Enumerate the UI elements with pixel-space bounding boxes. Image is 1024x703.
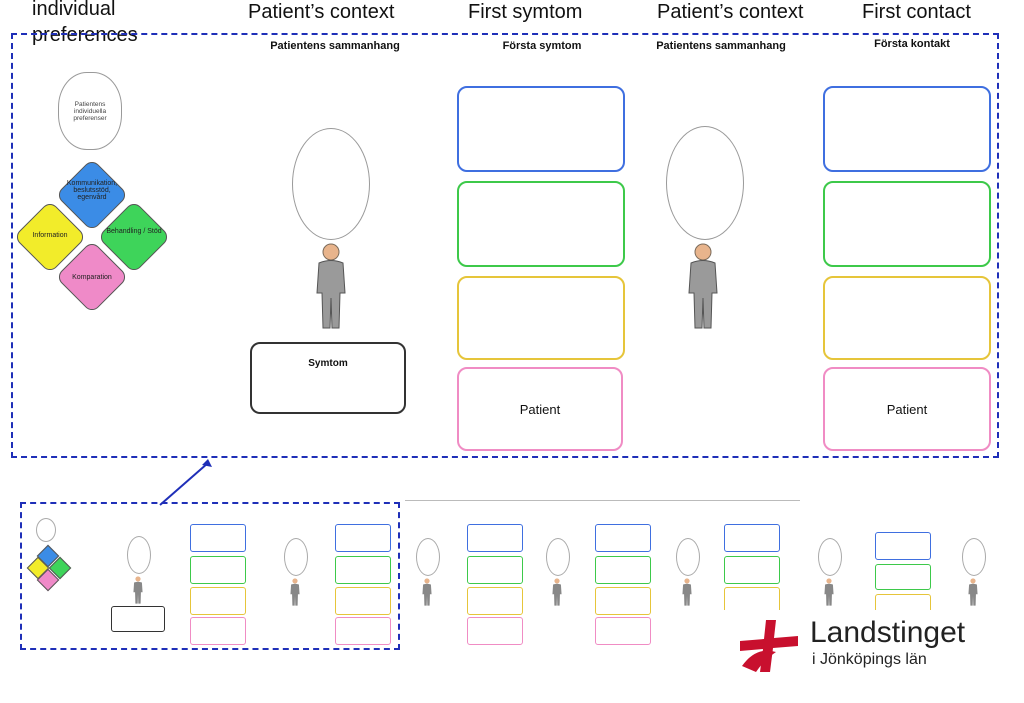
thought-cloud-2: [666, 126, 744, 240]
thumb-person-6: [824, 578, 834, 606]
thumb-cloud-2: [284, 538, 308, 576]
thumb-cloud-4: [546, 538, 570, 576]
header-individual-preferences: individual preferences: [32, 0, 182, 48]
thumb-col5-yellow: [335, 587, 391, 615]
logo-name: Landstinget: [810, 616, 966, 649]
thumb-cloud-7: [962, 538, 986, 576]
subheader-patientens-sammanhang-1: Patientens sammanhang: [270, 40, 400, 52]
landstinget-logo: Landstinget i Jönköpings län: [722, 610, 1012, 690]
thumb-col9-green: [875, 564, 931, 590]
header-patients-context-2: Patient’s context: [657, 1, 804, 23]
symptom-box-label: Symtom: [308, 358, 348, 369]
thumb-pref-bubble: [36, 518, 56, 542]
thumb-col6-yellow: [467, 587, 523, 615]
first-contact-patient-label: Patient: [886, 401, 928, 417]
preferences-bubble: Patientens individuella preferenser: [58, 72, 122, 150]
first-symptom-box-blue: [457, 86, 625, 172]
thumb-col3-yellow: [190, 587, 246, 615]
thumb-col7-green: [595, 556, 651, 584]
thumb-col7-yellow: [595, 587, 651, 615]
thumb-col3-blue: [190, 524, 246, 552]
thumb-symptom-box: [111, 606, 165, 632]
thumb-col6-blue: [467, 524, 523, 552]
zoom-arrow: [159, 459, 212, 506]
first-contact-box-green: [823, 181, 991, 267]
subheader-forsta-symtom: Första symtom: [502, 40, 582, 52]
thumb-cloud-1: [127, 536, 151, 574]
thumb-person-3: [422, 578, 432, 606]
thought-cloud-1: [292, 128, 370, 240]
first-symptom-box-pink: Patient: [457, 367, 623, 451]
thumb-col3-pink: [190, 617, 246, 645]
thumbnail-strip: [0, 488, 1024, 688]
first-symptom-box-green: [457, 181, 625, 267]
subheader-forsta-kontakt: Första kontakt: [874, 38, 950, 50]
thumbnail-rule: [405, 500, 800, 501]
header-first-contact: First contact: [862, 1, 971, 23]
first-symptom-box-yellow: [457, 276, 625, 360]
logo-region: i Jönköpings län: [812, 651, 927, 668]
thumb-col7-pink: [595, 617, 651, 645]
thumb-col6-pink: [467, 617, 523, 645]
thumb-col6-green: [467, 556, 523, 584]
thumb-col8-blue: [724, 524, 780, 552]
thumb-cloud-6: [818, 538, 842, 576]
person-icon-2: [688, 243, 718, 329]
thumb-col5-blue: [335, 524, 391, 552]
first-contact-box-yellow: [823, 276, 991, 360]
first-symptom-patient-label: Patient: [519, 401, 561, 417]
thumb-col3-green: [190, 556, 246, 584]
first-contact-box-blue: [823, 86, 991, 172]
header-first-symptom: First symtom: [468, 1, 583, 23]
thumb-person-5: [682, 578, 692, 606]
thumb-cloud-5: [676, 538, 700, 576]
thumb-col5-pink: [335, 617, 391, 645]
thumbnail-dashed-frame: [20, 502, 400, 650]
thumb-cloud-3: [416, 538, 440, 576]
diamond-top-label: Kommunikation, beslutsstöd, egenvård: [66, 180, 118, 201]
thumb-person-2: [290, 578, 300, 606]
symptom-box: Symtom: [250, 342, 406, 414]
main-dashed-frame: [11, 33, 999, 458]
landstinget-cross-icon: [740, 620, 798, 672]
thumb-col5-green: [335, 556, 391, 584]
header-individual-preferences-text: individual preferences: [32, 0, 138, 46]
diamond-right-label: Behandling / Stöd: [106, 228, 162, 235]
first-contact-box-pink: Patient: [823, 367, 991, 451]
thumb-person-4: [552, 578, 562, 606]
thumb-col9-blue: [875, 532, 931, 560]
header-patients-context-1: Patient’s context: [248, 1, 395, 23]
subheader-patientens-sammanhang-2: Patientens sammanhang: [656, 40, 786, 52]
preferences-bubble-text: Patientens individuella preferenser: [73, 100, 107, 122]
thumb-person-7: [968, 578, 978, 606]
thumb-col7-blue: [595, 524, 651, 552]
thumb-person-1: [133, 576, 143, 604]
diamond-left-label: Information: [32, 232, 68, 239]
person-icon-1: [316, 243, 346, 329]
diamond-bottom-label: Komparation: [72, 274, 112, 281]
thumb-col8-green: [724, 556, 780, 584]
